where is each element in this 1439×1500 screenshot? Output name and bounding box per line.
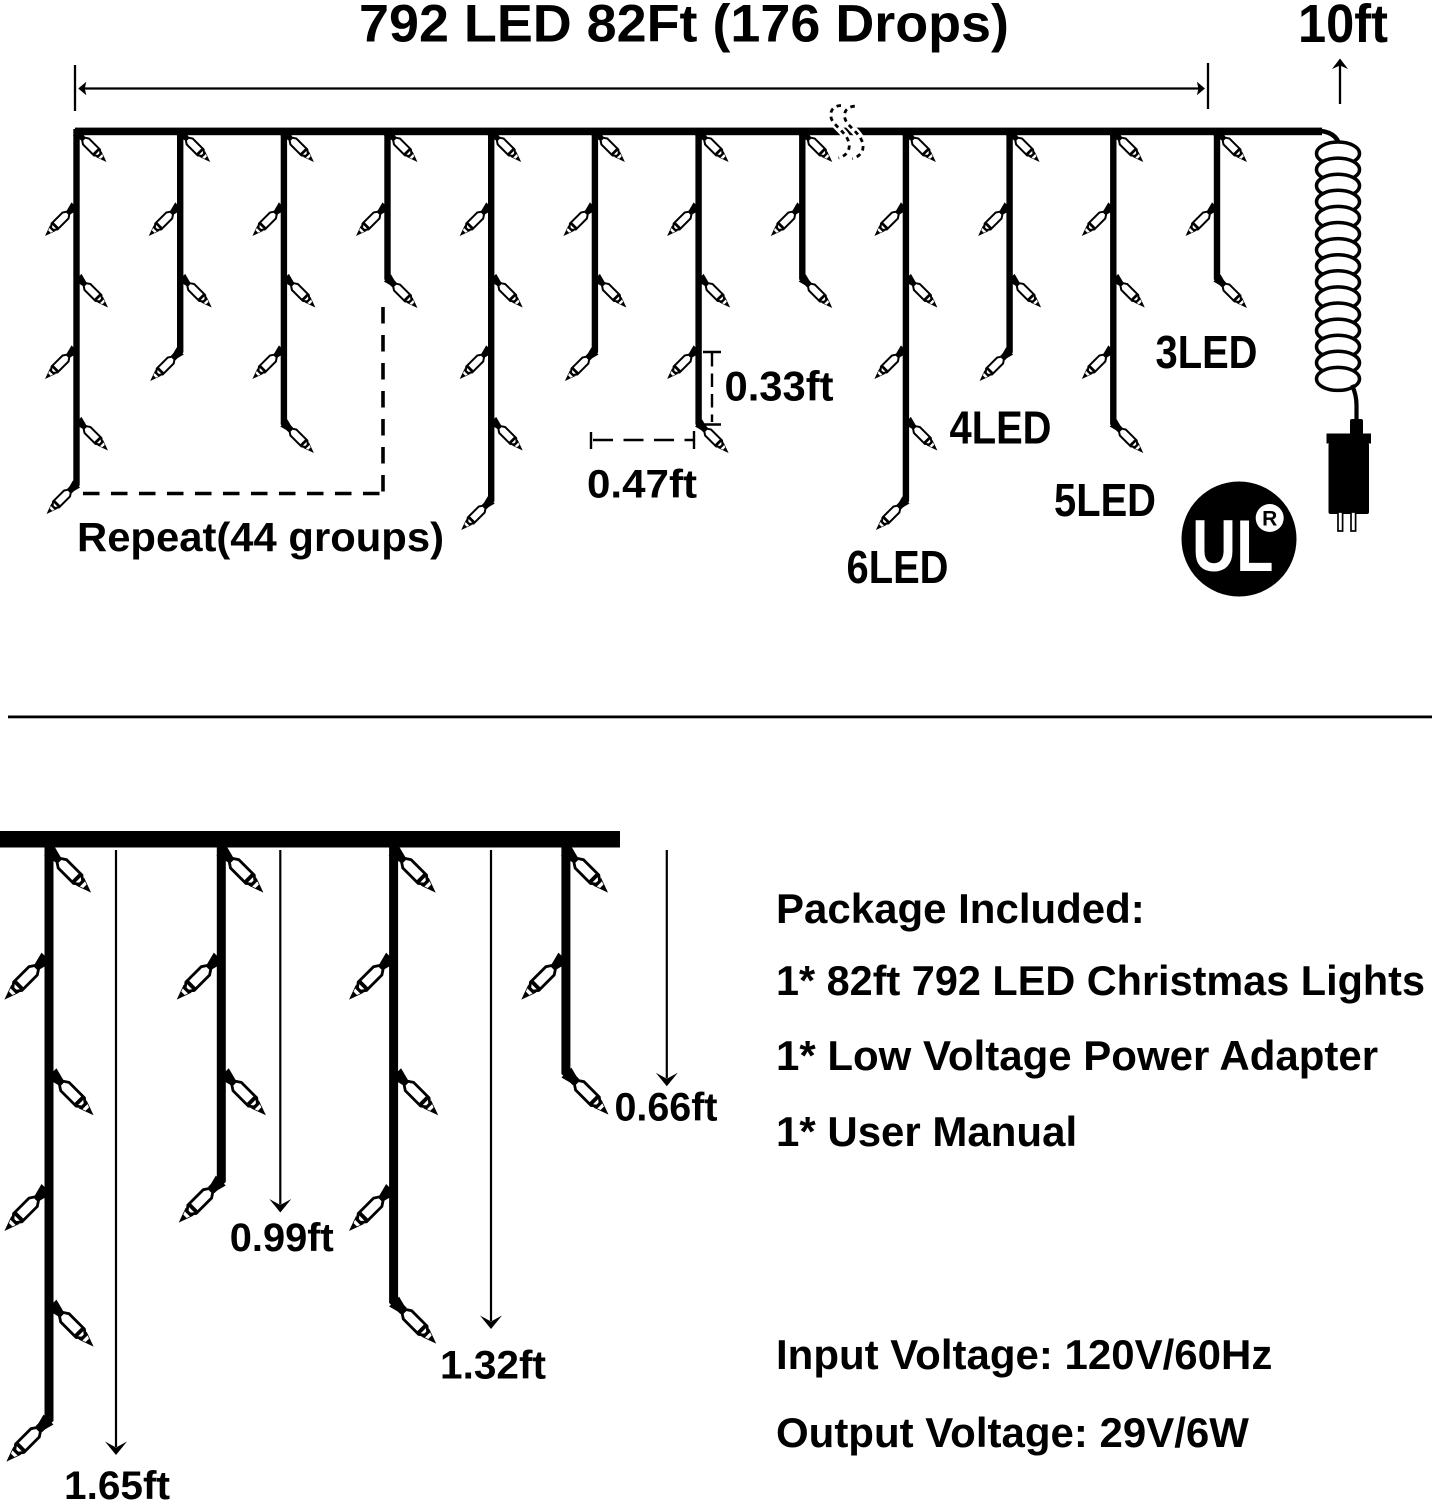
svg-text:1* Low Voltage Power Adapter: 1* Low Voltage Power Adapter [776,1032,1378,1079]
svg-text:0.66ft: 0.66ft [615,1086,718,1130]
svg-text:6LED: 6LED [847,541,949,593]
svg-text:0.33ft: 0.33ft [725,363,834,410]
svg-text:Input Voltage: 120V/60Hz: Input Voltage: 120V/60Hz [776,1331,1272,1378]
svg-text:Repeat(44 groups): Repeat(44 groups) [77,514,444,560]
svg-text:1.32ft: 1.32ft [440,1344,546,1388]
svg-text:792 LED 82Ft (176 Drops): 792 LED 82Ft (176 Drops) [359,0,1009,54]
svg-text:1* 82ft 792 LED Christmas Ligh: 1* 82ft 792 LED Christmas Lights [776,957,1425,1004]
svg-text:R: R [1262,508,1277,531]
svg-text:5LED: 5LED [1054,474,1156,526]
svg-text:1* User Manual: 1* User Manual [776,1108,1077,1155]
svg-text:Package Included:: Package Included: [776,885,1145,932]
svg-text:Output Voltage: 29V/6W: Output Voltage: 29V/6W [776,1409,1249,1456]
svg-text:4LED: 4LED [950,402,1052,454]
svg-text:3LED: 3LED [1156,326,1258,378]
svg-text:1.65ft: 1.65ft [64,1464,170,1500]
svg-text:10ft: 10ft [1298,0,1388,54]
svg-text:0.99ft: 0.99ft [230,1216,334,1260]
svg-text:0.47ft: 0.47ft [587,463,697,507]
